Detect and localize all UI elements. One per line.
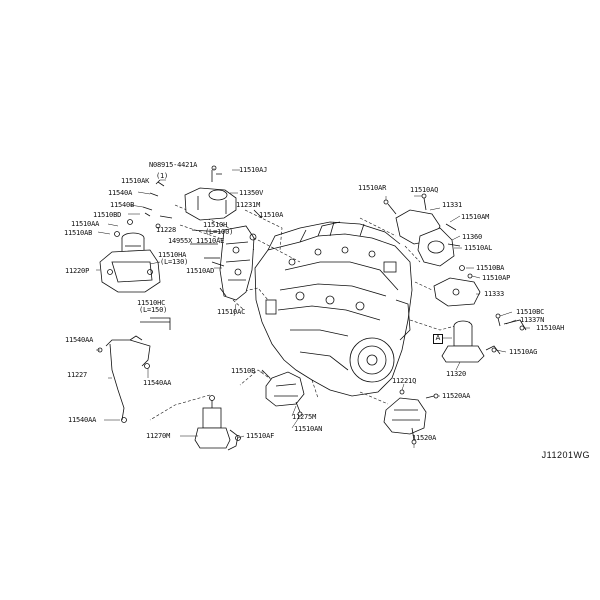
harness-11227-drawing: [97, 335, 151, 423]
label-11510AG: 11510AG: [509, 348, 538, 356]
label-11510BD: 11510BD: [93, 211, 122, 219]
label-11510BC: 11510BC: [516, 308, 545, 316]
label-11540B: 11540B: [110, 201, 135, 209]
label-11510HC-length: (L=150): [139, 306, 168, 314]
label-11510AK: 11510AK: [121, 177, 150, 185]
label-14955X: 14955X: [168, 237, 193, 245]
label-11221Q: 11221Q: [392, 377, 417, 385]
bracket-11231M-drawing: [219, 225, 257, 301]
label-11510H: 11510H: [203, 221, 228, 229]
mount-11221Q-drawing: [383, 389, 439, 445]
label-11337N: 11337N: [520, 316, 545, 324]
label-11540AA-mid: 11540AA: [143, 379, 172, 387]
label-11360: 11360: [462, 233, 483, 241]
label-qty-1: (1): [156, 172, 169, 180]
label-11510AH: 11510AH: [536, 324, 565, 332]
label-11510AN: 11510AN: [294, 425, 323, 433]
diagram-reference-code: J11201WG: [541, 450, 590, 460]
rod-11510HC-drawing: [140, 317, 171, 330]
label-11540A: 11540A: [108, 189, 133, 197]
label-11510BA: 11510BA: [476, 264, 505, 272]
label-11320: 11320: [446, 370, 467, 378]
mount-11270M-drawing: [194, 395, 241, 451]
label-11510HA: 11510HA: [158, 251, 187, 259]
label-11540AA-top: 11540AA: [65, 336, 94, 344]
label-11510AC: 11510AC: [217, 308, 246, 316]
label-11540AA-bottom: 11540AA: [68, 416, 97, 424]
label-11350V: 11350V: [239, 189, 264, 197]
label-11510AJ: 11510AJ: [239, 166, 268, 174]
label-11510AF: 11510AF: [246, 432, 275, 440]
mount-11331-drawing: [383, 193, 461, 267]
label-11510HA-length: (L=130): [160, 258, 189, 266]
label-11510AD: 11510AD: [186, 267, 215, 275]
label-11228: 11228: [156, 226, 177, 234]
leader-lines: [96, 168, 530, 448]
label-11520A: 11520A: [412, 434, 437, 442]
mount-11320-drawing: [441, 313, 527, 363]
label-11520AA: 11520AA: [442, 392, 471, 400]
label-11275M: 11275M: [292, 413, 317, 421]
label-11510AB: 11510AB: [64, 229, 93, 237]
label-11510AR: 11510AR: [358, 184, 387, 192]
mount-11275M-drawing: [261, 369, 305, 417]
label-11331: 11331: [442, 201, 463, 209]
label-11510B: 11510B: [231, 367, 256, 375]
bolts-left: [114, 179, 263, 297]
label-11510AP: 11510AP: [482, 274, 511, 282]
label-11510AM: 11510AM: [461, 213, 490, 221]
label-n08915: N08915-4421A: [149, 161, 198, 169]
label-11270M: 11270M: [146, 432, 171, 440]
label-11510AL: 11510AL: [464, 244, 493, 252]
callout-box-a: A: [433, 334, 443, 344]
mount-11350V-drawing: [184, 165, 237, 221]
label-11510HC: 11510HC: [137, 299, 166, 307]
label-11510AQ: 11510AQ: [410, 186, 439, 194]
bracket-11333-drawing: [433, 265, 481, 307]
label-11510AE: 11510AE: [196, 237, 225, 245]
label-11227: 11227: [67, 371, 88, 379]
label-11510H-length: (L=100): [205, 228, 234, 236]
label-11231M: 11231M: [236, 201, 261, 209]
label-11510A-top: 11510A: [259, 211, 284, 219]
bracket-11220P-drawing: [99, 249, 161, 293]
label-11220P: 11220P: [65, 267, 90, 275]
label-11333: 11333: [484, 290, 505, 298]
engine-block-drawing: [254, 221, 413, 397]
label-11510AA: 11510AA: [71, 220, 100, 228]
